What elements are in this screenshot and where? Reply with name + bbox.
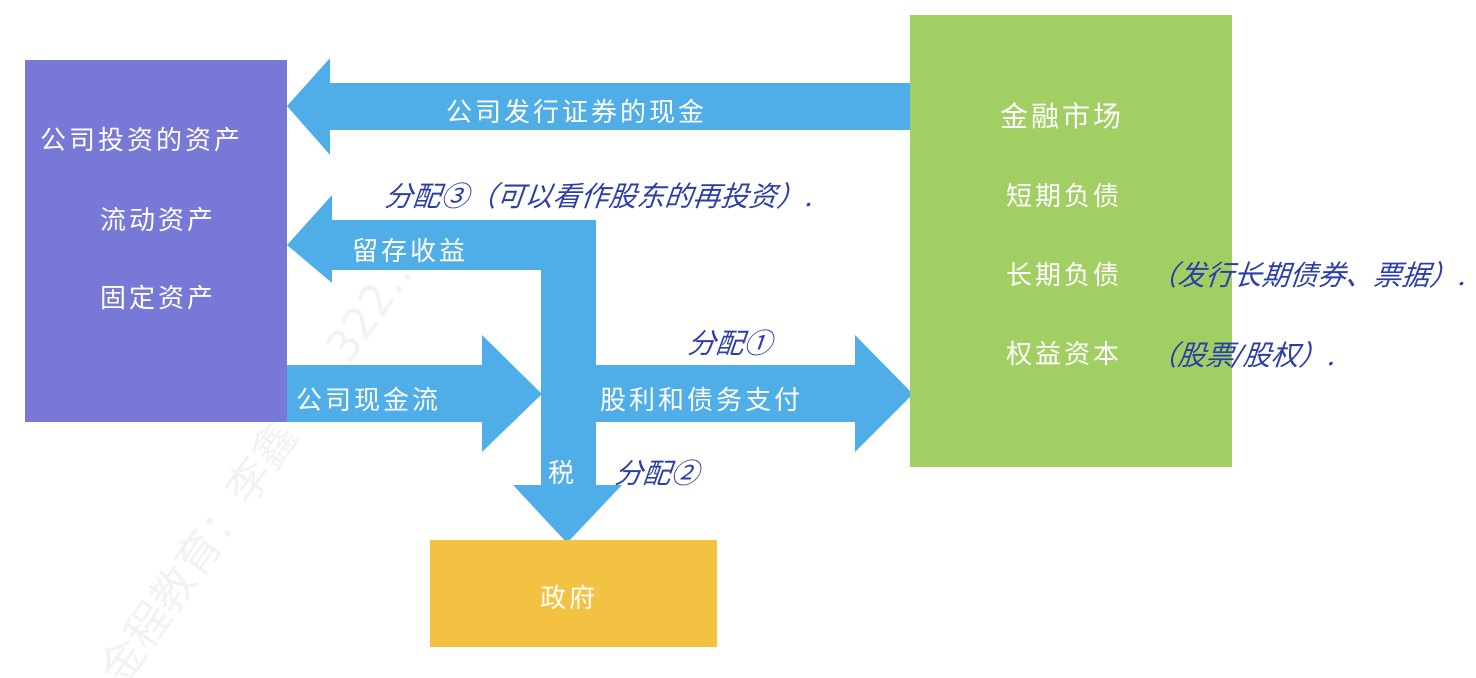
market-item: 长期负债 bbox=[1006, 261, 1123, 291]
market-item: 短期负债 bbox=[1006, 182, 1123, 212]
assets-item: 流动资产 bbox=[100, 206, 217, 236]
market-title: 金融市场 bbox=[1000, 100, 1125, 133]
securities-cash-arrow bbox=[287, 58, 913, 155]
annotation-equity: （股票/股权）. bbox=[1148, 339, 1338, 372]
government-label: 政府 bbox=[540, 584, 599, 614]
annotation-distribution-2: 分配② bbox=[613, 457, 701, 490]
annotation-distribution-3: 分配③（可以看作股东的再投资）. bbox=[383, 180, 816, 213]
dividends-label: 股利和债务支付 bbox=[600, 386, 804, 416]
market-box bbox=[910, 15, 1232, 467]
assets-box bbox=[25, 60, 287, 422]
dividends-arrow bbox=[596, 335, 913, 452]
annotation-distribution-1: 分配① bbox=[686, 327, 774, 360]
company-cash-flow-arrow bbox=[287, 335, 542, 452]
tax-label: 税 bbox=[548, 459, 578, 489]
retained-earnings-arrow bbox=[287, 195, 622, 543]
annotation-long-debt: （发行长期债券、票据）. bbox=[1148, 259, 1469, 292]
securities-cash-label: 公司发行证券的现金 bbox=[446, 98, 708, 128]
market-item: 权益资本 bbox=[1006, 340, 1123, 370]
assets-title: 公司投资的资产 bbox=[40, 126, 244, 156]
assets-item: 固定资产 bbox=[100, 284, 217, 314]
retained-earnings-label: 留存收益 bbox=[352, 237, 469, 267]
government-box bbox=[430, 540, 717, 647]
company-cash-flow-label: 公司现金流 bbox=[296, 386, 442, 416]
